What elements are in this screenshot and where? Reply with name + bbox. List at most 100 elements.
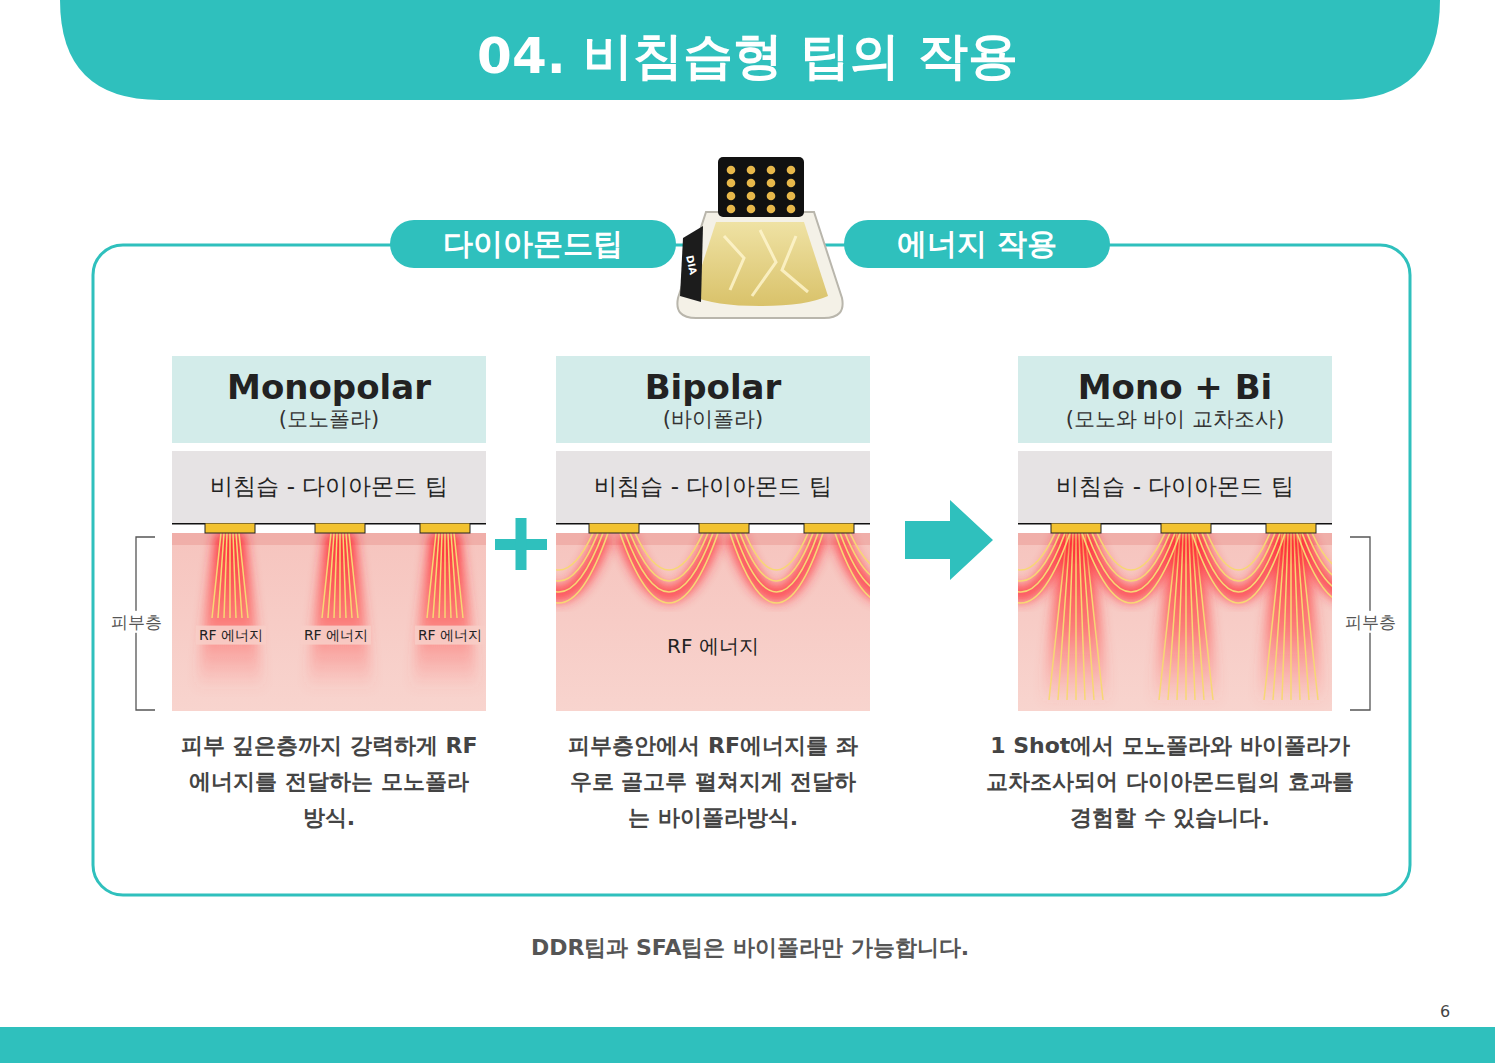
node-title: 에너지 작용 [897, 226, 1057, 262]
tip-housing [677, 212, 842, 318]
rf-line [1282, 533, 1288, 700]
mode-header: Bipolar(바이폴라) [556, 356, 870, 443]
electrode-dot [767, 205, 776, 214]
rf-energy [556, 533, 870, 603]
node-title: 비침습 - 다이아몬드 팁 [594, 473, 831, 501]
tip-band: 비침습 - 다이아몬드 팁 [1018, 451, 1332, 523]
node-title: Mono + Bi [1078, 367, 1273, 408]
rf-line [1312, 533, 1332, 570]
node-title: 비침습 - 다이아몬드 팁 [1056, 473, 1293, 501]
bi-glow [1018, 535, 1066, 594]
electrode-dot [787, 166, 796, 175]
footer-bar [0, 1027, 1495, 1063]
electrode-dot [747, 166, 756, 175]
rf-line [556, 533, 593, 570]
node-title: 다이아몬드팁 [443, 226, 623, 262]
skin-layer [172, 533, 486, 711]
description: 피부층안에서 RF에너지를 좌우로 골고루 펼쳐지게 전달하는 바이폴라방식. [563, 728, 863, 836]
electrode-dot [727, 179, 736, 188]
bi-glow [556, 535, 604, 594]
rf-energy [1018, 533, 1332, 705]
rf-line [1207, 533, 1270, 570]
rf-line [233, 533, 236, 618]
rf-line [433, 533, 439, 618]
bi-glow [624, 535, 714, 594]
mode-header: Monopolar(모노폴라) [172, 356, 486, 443]
tip-electrode [699, 523, 749, 533]
pill-label: 에너지 작용 [844, 220, 1110, 268]
tip-electrode [1161, 523, 1211, 533]
rf-line [1185, 533, 1187, 700]
bi-glow [734, 535, 819, 594]
rf-line [1075, 533, 1077, 700]
rf-line [1018, 533, 1055, 570]
rf-label: RF 에너지 [301, 626, 371, 645]
tip-electrode [804, 523, 854, 533]
rf-line [625, 533, 713, 592]
rf-line [1202, 533, 1275, 581]
rf-line [730, 533, 823, 603]
footnote: DDR팁과 SFA팁은 바이폴라만 가능합니다. [531, 935, 969, 961]
rf-line [556, 533, 603, 592]
tip-electrode [420, 523, 470, 533]
tip-side-badge [680, 226, 703, 302]
page-number: 6 [1440, 1002, 1450, 1021]
rf-line [630, 533, 708, 581]
rf-line [439, 533, 442, 618]
rf-line [1197, 533, 1280, 592]
rf-line [1177, 533, 1183, 700]
electrode-dot [747, 192, 756, 201]
rf-line [1302, 533, 1332, 592]
rf-line [1087, 533, 1175, 592]
skin-diagram [510, 523, 933, 711]
rf-line [328, 533, 334, 618]
rf-line [239, 533, 248, 618]
rf-line [1018, 533, 1065, 592]
rf-line [1092, 533, 1170, 581]
rf-line [1067, 533, 1073, 700]
rf-line [850, 533, 870, 570]
skin-layer-label: 피부층 [1342, 611, 1399, 633]
node-subtitle: (바이폴라) [663, 407, 763, 432]
rf-label: RF 에너지 [415, 626, 485, 645]
electrode-dot [787, 205, 796, 214]
diamond-tip-product [677, 157, 842, 318]
rf-line [334, 533, 337, 618]
tip-electrode [1051, 523, 1101, 533]
page-title: 04. 비침습형 팁의 작용 [0, 24, 1495, 88]
tip-electrode [315, 523, 365, 533]
rf-line [835, 533, 870, 603]
node-subtitle: (모노폴라) [279, 407, 379, 432]
rf-line [745, 533, 808, 570]
rf-line [620, 533, 718, 603]
rf-line [454, 533, 463, 618]
electrode-dot [727, 166, 736, 175]
pill-label: 다이아몬드팁 [390, 220, 676, 268]
electrode-dot [787, 179, 796, 188]
skin-diagram [972, 523, 1395, 711]
rf-line [1290, 533, 1292, 700]
rf-line [1307, 533, 1332, 581]
skin-diagram [172, 523, 486, 711]
crystal-facets [724, 230, 808, 296]
rf-line [845, 533, 870, 581]
tip-electrode [589, 523, 639, 533]
electrode-dot [767, 179, 776, 188]
mode-header: Mono + Bi(모노와 바이 교차조사) [1018, 356, 1332, 443]
electrode-dot [767, 192, 776, 201]
block-arrow [905, 500, 993, 580]
plus-sign [516, 518, 527, 570]
rf-line [635, 533, 703, 570]
rf-line [556, 533, 608, 603]
electrode-dot [767, 166, 776, 175]
rf-line [1082, 533, 1180, 603]
rf-energy [196, 533, 479, 690]
rf-line [1097, 533, 1165, 570]
panel-outline [93, 245, 1410, 895]
tip-electrode [205, 523, 255, 533]
rf-line [448, 533, 451, 618]
rf-line [1018, 533, 1060, 581]
electrode-dot [727, 205, 736, 214]
rf-line [349, 533, 358, 618]
